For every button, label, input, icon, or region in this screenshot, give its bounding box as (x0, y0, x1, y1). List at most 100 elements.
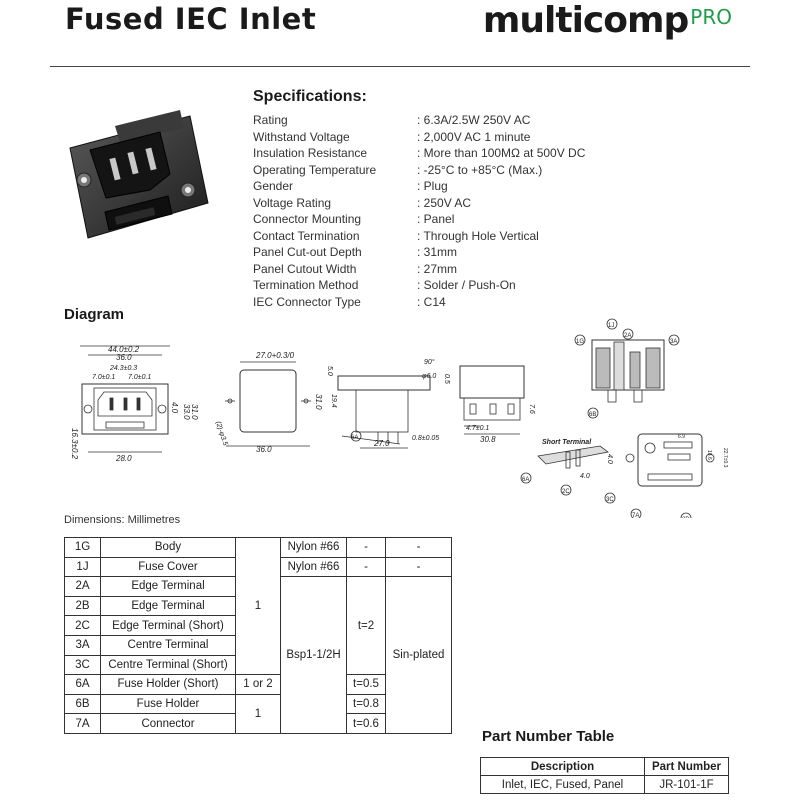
table-row: 7A Connector t=0.6 (64, 713, 452, 734)
diagram-heading: Diagram (64, 306, 125, 323)
part-name: Body (100, 537, 236, 558)
table-row: Inlet, IEC, Fused, Panel JR-101-1F (480, 775, 729, 794)
cutout-view: 27.0+0.3/0 36.0 31.0 (2)-φ3.5 (214, 351, 323, 454)
table-row: 3A Centre Terminal (64, 634, 452, 656)
table-row: 2B Edge Terminal (64, 595, 452, 617)
brand-name: multicomp (482, 0, 689, 41)
dim-front-7b: 7.0±0.1 (128, 374, 151, 381)
col-description: Description (480, 757, 645, 776)
part-code: 2B (64, 595, 101, 617)
dim-side-194: 19.4 (330, 394, 337, 408)
side-view: 90° φ6.0 0.5 5.0 19.4 6A 27.0 0.8±0.05 (326, 358, 450, 449)
dim-bottom-76: 7.6 (528, 404, 535, 414)
spec-row: Connector Mounting : Panel (253, 211, 585, 228)
part-name: Connector (100, 713, 236, 734)
part-thickness: t=0.6 (346, 713, 386, 734)
spec-row: Contact Termination: Through Hole Vertic… (253, 228, 585, 245)
specifications-heading: Specifications: (253, 88, 367, 105)
spec-row: Rating: 6.3A/2.5W 250V AC (253, 112, 585, 129)
page-title: Fused IEC Inlet (65, 2, 317, 36)
label-1j: 1J (608, 323, 614, 329)
part-code: 6B (64, 693, 101, 715)
spec-row: Operating Temperature: -25°C to +85°C (M… (253, 162, 585, 179)
spec-row: Termination Method: Solder / Push-On (253, 277, 585, 294)
exploded-view: 1J 1G 2A 3A 6B (574, 318, 680, 419)
part-qty: 1 (235, 693, 281, 734)
spec-label: Connector Mounting (253, 212, 362, 226)
rear-view: 6.9 18.6 22.7±0.3 7A 2B (625, 433, 728, 518)
brand-suffix: PRO (690, 5, 732, 29)
bottom-view: 4.7±0.1 30.8 7.6 (459, 365, 535, 444)
label-short-2c: 2C (562, 489, 570, 495)
spec-value: : C14 (417, 294, 446, 309)
part-thickness: t=0.5 (346, 674, 386, 695)
dim-cutout-36: 36.0 (256, 445, 272, 454)
front-view: 44.0±0.2 36.0 24.3±0.3 7.0±0.1 7.0±0.1 2… (70, 345, 199, 463)
spec-row: Panel Cut-out Depth: 31mm (253, 244, 585, 261)
spec-value: : 250V AC (417, 195, 472, 210)
dim-side-90: 90° (424, 358, 435, 366)
dim-side-08: 0.8±0.05 (412, 435, 439, 442)
part-code: 1G (64, 537, 101, 558)
part-name: Fuse Holder (Short) (100, 674, 236, 695)
label-6b: 6B (589, 412, 596, 418)
dim-front-24: 24.3±0.3 (109, 365, 137, 372)
part-material: Nylon #66 (280, 556, 347, 578)
dim-front-4: 4.0 (170, 402, 179, 414)
table-row: 1J Fuse Cover Nylon #66 - - (64, 556, 452, 578)
spec-row: IEC Connector Type : C14 (253, 294, 585, 311)
description-cell: Inlet, IEC, Fused, Panel (480, 775, 645, 794)
part-qty: 1 (235, 536, 281, 676)
table-row: 1G Body 1 Nylon #66 - - (64, 536, 452, 676)
col-part-number: Part Number (644, 757, 729, 776)
part-name: Fuse Holder (100, 693, 236, 715)
part-name: Edge Terminal (100, 576, 236, 597)
part-code: 3C (64, 654, 101, 676)
part-code: 1J (64, 556, 101, 578)
dim-cutout-r: (2)-φ3.5 (214, 420, 228, 446)
part-code: 7A (64, 713, 101, 734)
dim-rear-a: 6.9 (678, 434, 685, 440)
part-finish: - (385, 537, 452, 558)
spec-label: Voltage Rating (253, 195, 332, 210)
header-divider (50, 66, 750, 67)
spec-row: Insulation Resistance : More than 100MΩ a… (253, 145, 585, 162)
part-thickness: - (346, 556, 386, 578)
dim-side-50: 5.0 (326, 366, 333, 376)
part-code: 3A (64, 634, 101, 656)
table-row: 6A Fuse Holder (Short) 1 or 2 t=0.5 (64, 674, 452, 695)
spec-row: Withstand Voltage : 2,000V AC 1 minute (253, 129, 585, 146)
dimensions-note: Dimensions: Millimetres (64, 514, 181, 526)
spec-label: Insulation Resistance (253, 146, 368, 160)
part-code: 6A (64, 674, 101, 695)
spec-label: Termination Method (253, 278, 359, 292)
part-number-heading: Part Number Table (482, 728, 615, 745)
spec-row: Voltage Rating : 250V AC (253, 195, 585, 212)
part-material: Bsp1-1/2H (280, 576, 347, 734)
spec-value: : Panel (417, 212, 455, 226)
dim-front-33: 33.0 (182, 404, 191, 420)
spec-value: : 2,000V AC 1 minute (417, 129, 531, 144)
dim-front-7a: 7.0±0.1 (92, 374, 115, 381)
part-name: Edge Terminal (Short) (100, 615, 236, 636)
dim-short-40b: 4.0 (606, 454, 613, 464)
table-row: 2A Edge Terminal Bsp1-1/2H t=2 Sin-plate… (64, 576, 452, 734)
dim-bottom-47: 4.7±0.1 (466, 425, 489, 432)
spec-label: Withstand Voltage (253, 129, 350, 144)
label-1g: 1G (576, 339, 584, 345)
label-side-6a: 6A (351, 435, 358, 441)
part-name: Edge Terminal (100, 595, 236, 617)
part-material: Nylon #66 (280, 537, 347, 558)
dim-bottom-308: 30.8 (480, 435, 496, 444)
spec-value: : More than 100MΩ at 500V DC (417, 146, 586, 160)
part-finish: Sin-plated (385, 576, 452, 734)
part-name: Centre Terminal (Short) (100, 654, 236, 676)
spec-label: IEC Connector Type (253, 294, 361, 309)
dim-rear-c: 22.7±0.3 (722, 448, 728, 468)
dim-short-40a: 4.0 (580, 473, 590, 480)
spec-row: Gender: Plug (253, 178, 585, 195)
part-thickness: t=0.8 (346, 693, 386, 715)
part-name: Fuse Cover (100, 556, 236, 578)
